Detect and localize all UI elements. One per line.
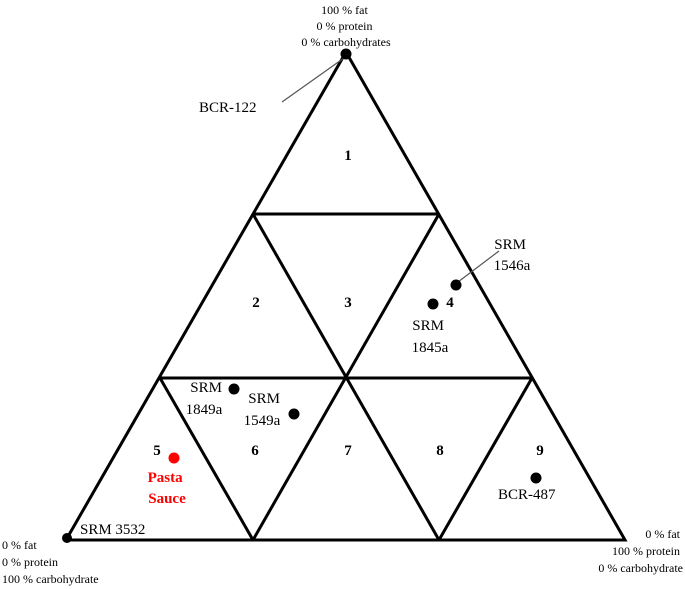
vertex-bottom-right-line-2: 100 % protein [612, 544, 680, 558]
label-srm1849a-line-2: 1849a [186, 402, 223, 418]
point-bcr487 [530, 472, 542, 484]
region-label-5: 5 [153, 443, 161, 459]
region-label-2: 2 [252, 295, 260, 311]
vertex-top-line-1: 100 % fat [321, 3, 368, 17]
vertex-label-top: 100 % fat 0 % protein 0 % carbohydrates [301, 3, 391, 49]
label-srm1549a-line-1: SRM [248, 391, 280, 407]
point-srm1849a [228, 383, 240, 395]
label-srm1546a: SRM 1546a [494, 237, 531, 274]
point-srm3532 [62, 533, 72, 543]
leader-line-bcr122 [281, 57, 345, 103]
label-srm1845a-line-2: 1845a [412, 340, 449, 356]
label-bcr487: BCR-487 [498, 487, 556, 503]
vertex-top-line-3: 0 % carbohydrates [301, 35, 391, 49]
label-srm1849a: SRM 1849a [186, 380, 226, 418]
point-srm1845a [427, 298, 439, 310]
label-pasta-sauce: Pasta Sauce [148, 470, 187, 507]
point-labels: BCR-122 SRM 1546a SRM 1845a SRM 1849a SR… [80, 100, 556, 538]
leader-line-srm1546a [457, 250, 500, 283]
label-srm1845a: SRM 1845a [412, 318, 449, 356]
label-srm1845a-line-1: SRM [412, 318, 444, 334]
region-label-6: 6 [251, 443, 259, 459]
point-bcr122 [340, 48, 352, 60]
region-label-9: 9 [536, 443, 544, 459]
region-labels: 1 2 3 4 5 6 7 8 9 [153, 148, 544, 459]
grid-line-d3 [158, 377, 255, 541]
triangle-outline [63, 48, 628, 542]
region-label-8: 8 [436, 443, 444, 459]
grid-line-d4 [437, 377, 534, 541]
triangle-grid [63, 48, 628, 542]
vertex-bottom-right-line-3: 0 % carbohydrate [598, 561, 683, 575]
leader-lines [281, 57, 500, 283]
label-srm1549a: SRM 1549a [244, 391, 284, 429]
label-srm3532: SRM 3532 [80, 522, 145, 538]
label-bcr122: BCR-122 [199, 100, 257, 116]
vertex-bottom-left-line-2: 0 % protein [2, 555, 58, 569]
point-srm1546a [450, 279, 462, 291]
point-pasta-sauce [168, 452, 180, 464]
data-points [62, 48, 542, 543]
grid-line-d2 [251, 213, 441, 541]
vertex-label-bottom-left: 0 % fat 0 % protein 100 % carbohydrate [2, 538, 99, 586]
vertex-top-line-2: 0 % protein [317, 19, 373, 33]
label-srm1849a-line-1: SRM [190, 380, 222, 396]
label-srm1546a-line-2: 1546a [494, 258, 531, 274]
vertex-bottom-right-line-1: 0 % fat [645, 527, 680, 541]
vertex-label-bottom-right: 0 % fat 100 % protein 0 % carbohydrate [598, 527, 683, 575]
vertex-bottom-left-line-1: 0 % fat [2, 538, 37, 552]
vertex-bottom-left-line-3: 100 % carbohydrate [2, 572, 99, 586]
label-srm1549a-line-2: 1549a [244, 413, 281, 429]
label-pasta-sauce-line-2: Sauce [148, 491, 186, 507]
point-srm1549a [288, 408, 300, 420]
region-label-1: 1 [344, 148, 352, 164]
label-srm1546a-line-1: SRM [494, 237, 526, 253]
region-label-3: 3 [344, 295, 352, 311]
region-label-4: 4 [446, 295, 454, 311]
region-label-7: 7 [344, 443, 352, 459]
label-pasta-sauce-line-1: Pasta [148, 470, 183, 486]
